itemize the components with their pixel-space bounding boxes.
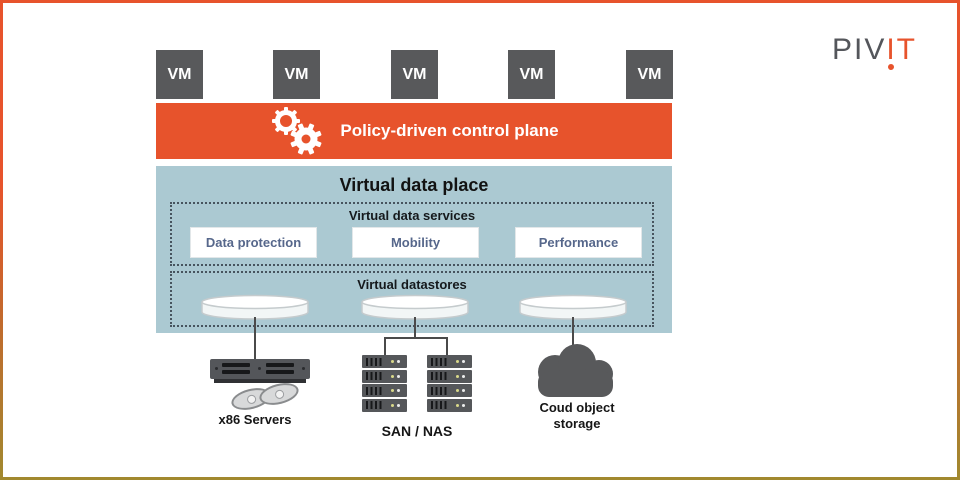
datastore-disk-icon: [519, 294, 627, 320]
vm-label: VM: [167, 65, 192, 83]
rack-unit: [362, 398, 407, 412]
logo-dot-icon: [887, 64, 894, 70]
server-shadow: [214, 379, 306, 383]
logo-text-suffix: IT: [886, 33, 917, 66]
vm-label: VM: [637, 65, 662, 83]
connector-san-branch: [384, 337, 448, 339]
san-nas-label: SAN / NAS: [381, 423, 453, 439]
cloud-label-line1: Coud object: [539, 400, 615, 415]
x86-server-icon: [210, 359, 310, 379]
service-chip-performance: Performance: [515, 227, 642, 258]
vm-box-1: VM: [156, 50, 203, 99]
rack-unit: [362, 369, 407, 383]
rack-unit: [427, 355, 472, 368]
connector-san-right: [446, 337, 448, 355]
rack-unit: [427, 398, 472, 412]
virtual-datastores-box: Virtual datastores: [170, 271, 654, 327]
server-slots: [222, 363, 250, 377]
virtual-data-services-title: Virtual data services: [348, 208, 476, 223]
rack-unit: [362, 355, 407, 368]
connector-san-left: [384, 337, 386, 355]
connector-datastore-to-san: [414, 317, 416, 339]
disk-hub: [245, 393, 257, 405]
connector-datastore-to-servers: [254, 317, 256, 359]
virtual-data-services-box: Virtual data services Data protection Mo…: [170, 202, 654, 266]
cloud-icon: [538, 344, 613, 397]
rack-unit: [427, 384, 472, 397]
control-plane-bar: Policy-driven control plane: [156, 103, 672, 159]
disk-hub: [273, 388, 285, 400]
vm-label: VM: [519, 65, 544, 83]
vm-label: VM: [402, 65, 427, 83]
logo-text-prefix: PIV: [831, 33, 887, 66]
connector-datastore-to-cloud: [572, 317, 574, 349]
datastore-disk-icon: [361, 294, 469, 320]
cloud-storage-label: Coud object storage: [497, 400, 657, 432]
cloud-label-line2: storage: [553, 416, 601, 431]
gears-icon: [272, 107, 322, 155]
vm-box-2: VM: [273, 50, 320, 99]
vm-box-3: VM: [391, 50, 438, 99]
service-chip-mobility: Mobility: [352, 227, 479, 258]
virtual-data-place-title: Virtual data place: [339, 175, 489, 195]
vm-label: VM: [284, 65, 309, 83]
server-dot: [302, 367, 305, 370]
service-chip-data-protection: Data protection: [190, 227, 317, 258]
x86-servers-label: x86 Servers: [218, 412, 292, 427]
vm-box-4: VM: [508, 50, 555, 99]
san-nas-rack-icon: [427, 355, 472, 413]
server-slots: [266, 363, 294, 377]
san-nas-rack-icon: [362, 355, 407, 413]
server-dot: [215, 367, 218, 370]
virtual-datastores-title: Virtual datastores: [357, 277, 467, 292]
control-plane-label: Policy-driven control plane: [340, 121, 559, 140]
rack-unit: [362, 384, 407, 397]
server-dot: [258, 367, 261, 370]
datastore-disk-icon: [201, 294, 309, 320]
rack-unit: [427, 369, 472, 383]
vm-box-5: VM: [626, 50, 673, 99]
